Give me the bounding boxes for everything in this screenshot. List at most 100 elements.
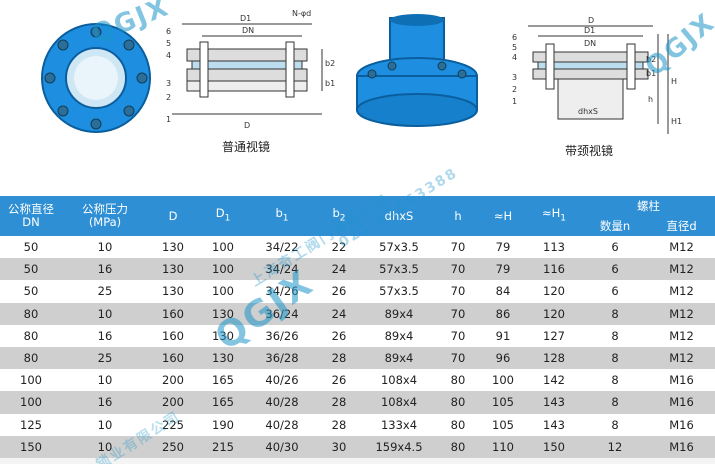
table-cell: 89x4 [362, 302, 436, 325]
table-cell: 250 [148, 435, 198, 458]
table-cell: 34/26 [248, 280, 316, 303]
table-cell: 150 [526, 435, 582, 458]
table-cell: M12 [648, 346, 715, 370]
table-cell: 190 [198, 413, 248, 436]
table-cell: 200 [148, 391, 198, 414]
header-row-2: 数量n 直径d [0, 216, 715, 236]
header-b1: b1 [248, 196, 316, 236]
table-cell: 130 [198, 324, 248, 347]
label-4: 4 [166, 51, 171, 60]
table-cell: 108x4 [362, 369, 436, 392]
label-dhxs: dhxS [578, 107, 598, 116]
table-cell: 70 [436, 258, 480, 281]
table-cell: 150 [0, 435, 62, 458]
table-cell: 128 [526, 346, 582, 370]
table-cell: 10 [62, 236, 148, 259]
label-h: h [648, 95, 653, 104]
table-cell: 70 [436, 346, 480, 370]
table-cell: 40/28 [248, 391, 316, 414]
table-cell: 160 [148, 302, 198, 325]
table-cell: 80 [0, 324, 62, 347]
table-cell: 130 [148, 236, 198, 259]
table-cell: 26 [316, 369, 362, 392]
table-cell: 80 [436, 413, 480, 436]
label-3: 3 [512, 73, 517, 82]
label-d: D [244, 121, 250, 130]
table-cell: 89x4 [362, 324, 436, 347]
table-cell: M16 [648, 391, 715, 414]
table-cell: 84 [480, 280, 526, 303]
label-1: 1 [512, 97, 517, 106]
caption-standard: 普通视镜 [222, 140, 271, 154]
table-cell: 40/28 [248, 413, 316, 436]
table-cell: 110 [480, 435, 526, 458]
table-cell: 100 [198, 258, 248, 281]
label-5: 5 [512, 43, 517, 52]
table-cell: 100 [0, 391, 62, 414]
section-drawing-standard: 6 5 4 3 2 1 D1 DN N-φd D b2 b1 [166, 9, 335, 130]
table-cell: 70 [436, 324, 480, 347]
table-cell: 79 [480, 258, 526, 281]
table-cell: 16 [62, 258, 148, 281]
flange-photo-necked [356, 14, 478, 127]
caption-necked: 带颈视镜 [565, 144, 614, 158]
label-n-phi-d: N-φd [292, 9, 311, 18]
table-cell: 30 [316, 435, 362, 458]
table-cell: 10 [62, 302, 148, 325]
label-1: 1 [166, 115, 171, 124]
table-cell: 160 [148, 346, 198, 370]
table-cell: 57x3.5 [362, 280, 436, 303]
table-cell: 120 [526, 280, 582, 303]
section-drawing-necked: 6 5 4 3 2 1 D D1 DN H H1 h b1 b2 dhxS [512, 16, 682, 134]
table-cell: 10 [62, 369, 148, 392]
table-cell: 96 [480, 346, 526, 370]
table-cell: 79 [480, 236, 526, 259]
table-cell: M16 [648, 435, 715, 458]
label-b2: b2 [646, 55, 656, 64]
table-cell: M12 [648, 236, 715, 259]
table-cell: 200 [148, 369, 198, 392]
table-cell: 57x3.5 [362, 236, 436, 259]
table-cell: 70 [436, 280, 480, 303]
table-cell: 8 [582, 413, 648, 436]
table-cell: 50 [0, 236, 62, 259]
table-cell: 165 [198, 369, 248, 392]
header-bolt-qty: 数量n [582, 216, 648, 236]
label-dn: DN [584, 39, 596, 48]
header-bolt-dia: 直径d [648, 216, 715, 236]
table-cell: 6 [582, 258, 648, 281]
table-cell: 16 [62, 324, 148, 347]
table-cell: 159x4.5 [362, 435, 436, 458]
header-h-approx: ≈H [480, 196, 526, 236]
table-cell: 80 [436, 435, 480, 458]
table-cell: 86 [480, 302, 526, 325]
table-cell: 130 [148, 258, 198, 281]
table-cell: 89x4 [362, 346, 436, 370]
table-cell: 225 [148, 413, 198, 436]
label-5: 5 [166, 39, 171, 48]
table-cell: 36/28 [248, 346, 316, 370]
table-cell: 36/26 [248, 324, 316, 347]
table-cell: 8 [582, 391, 648, 414]
table-cell: 40/30 [248, 435, 316, 458]
table-cell: 26 [316, 280, 362, 303]
table-cell: M16 [648, 413, 715, 436]
table-cell: 36/24 [248, 302, 316, 325]
table-cell: 113 [526, 236, 582, 259]
label-h1: H1 [671, 117, 682, 126]
table-cell: 130 [198, 302, 248, 325]
table-cell: 34/24 [248, 258, 316, 281]
header-h: h [436, 196, 480, 236]
label-h-big: H [671, 77, 677, 86]
table-cell: 91 [480, 324, 526, 347]
